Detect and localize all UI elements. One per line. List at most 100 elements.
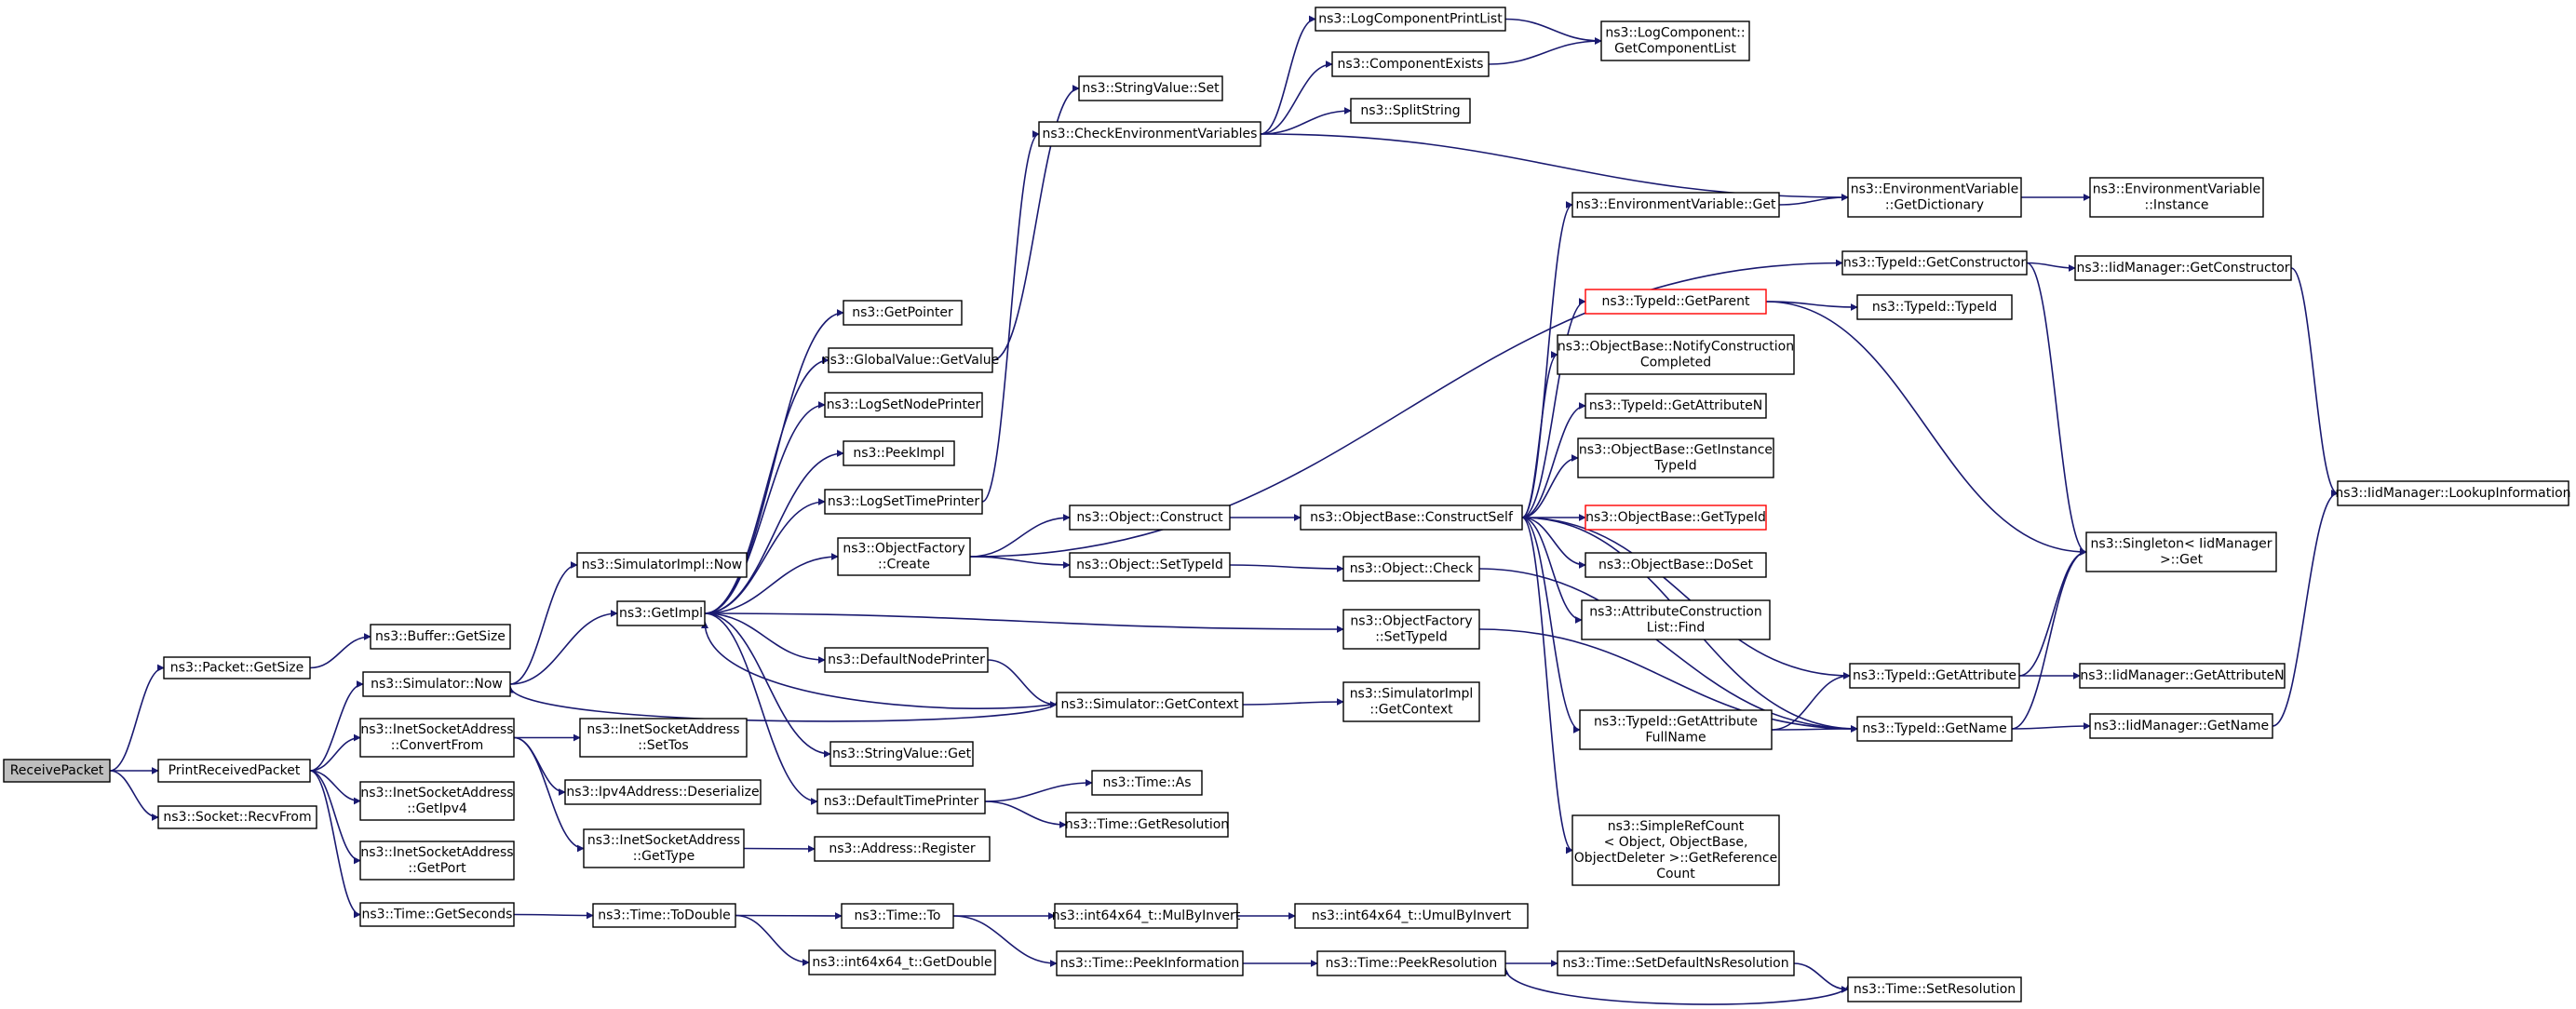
node-box-int64-umulbyinvert: [1294, 903, 1529, 929]
node-buffer-getsize[interactable]: ns3::Buffer::GetSize: [370, 624, 511, 650]
node-box-int64-mulbyinvert: [1054, 903, 1238, 929]
node-time-getseconds[interactable]: ns3::Time::GetSeconds: [359, 902, 515, 927]
node-label-globalvalue-getvalue: ns3::GlobalValue::GetValue: [822, 353, 999, 368]
edge-typeid-getconstructor-to-iidmanager-getconstructor: [2026, 262, 2076, 272]
node-envvar-get[interactable]: ns3::EnvironmentVariable::Get: [1571, 192, 1780, 218]
node-peekimpl[interactable]: ns3::PeekImpl: [843, 440, 955, 466]
node-time-peekinformation[interactable]: ns3::Time::PeekInformation: [1056, 950, 1244, 976]
edge-typeid-getparent-to-singleton-get: [1765, 301, 2087, 556]
node-singleton-get[interactable]: ns3::Singleton< IidManager>::Get: [2085, 531, 2277, 572]
edge-objectbase-constructself-to-typeid-getattribute: [1521, 517, 1851, 679]
node-splitstring[interactable]: ns3::SplitString: [1350, 98, 1471, 124]
node-time-setresolution[interactable]: ns3::Time::SetResolution: [1847, 976, 2022, 1002]
node-packet-getsize[interactable]: ns3::Packet::GetSize: [163, 656, 311, 679]
node-time-todouble[interactable]: ns3::Time::ToDouble: [592, 903, 736, 928]
node-inet-convertfrom[interactable]: ns3::InetSocketAddress::ConvertFrom: [359, 718, 515, 758]
edge-objectbase-constructself-to-objectbase-getinstancetypeid: [1521, 454, 1579, 518]
node-typeid-typeid[interactable]: ns3::TypeId::TypeId: [1856, 294, 2013, 320]
node-label-typeid-getconstructor: ns3::TypeId::GetConstructor: [1843, 256, 2026, 271]
edge-time-getseconds-to-time-todouble: [513, 911, 594, 920]
node-stringvalue-get[interactable]: ns3::StringValue::Get: [829, 741, 974, 767]
node-logcomponent-getlist[interactable]: ns3::LogComponent::GetComponentList: [1600, 20, 1750, 61]
node-box-simulator-getcontext: [1056, 692, 1244, 718]
node-int64-umulbyinvert[interactable]: ns3::int64x64_t::UmulByInvert: [1294, 903, 1529, 929]
node-objectbase-constructself[interactable]: ns3::ObjectBase::ConstructSelf: [1300, 504, 1523, 531]
node-simimpl-getcontext[interactable]: ns3::SimulatorImpl::GetContext: [1342, 681, 1480, 722]
node-typeid-getattributen[interactable]: ns3::TypeId::GetAttributeN: [1585, 393, 1767, 419]
node-inet-gettype[interactable]: ns3::InetSocketAddress::GetType: [583, 828, 745, 868]
node-simulator-now[interactable]: ns3::Simulator::Now: [362, 671, 511, 697]
node-typeid-getparent[interactable]: ns3::TypeId::GetParent: [1585, 289, 1767, 315]
node-object-construct[interactable]: ns3::Object::Construct: [1069, 504, 1231, 531]
edge-simulator-now-to-simimpl-now: [509, 561, 578, 685]
node-box-time-peekinformation: [1056, 950, 1244, 976]
node-inet-getipv4[interactable]: ns3::InetSocketAddress::GetIpv4: [359, 781, 515, 821]
edge-getimpl-to-logsetnodeprinter: [704, 401, 826, 614]
node-box-receive-packet: [3, 759, 111, 783]
edge-getimpl-to-defaulttimeprinter: [704, 612, 818, 805]
node-envvar-instance[interactable]: ns3::EnvironmentVariable::Instance: [2089, 177, 2264, 218]
node-defaulttimeprinter[interactable]: ns3::DefaultTimePrinter: [816, 788, 986, 814]
node-iidmanager-lookupinformation[interactable]: ns3::IidManager::LookupInformation: [2335, 480, 2571, 506]
node-simimpl-now[interactable]: ns3::SimulatorImpl::Now: [576, 552, 748, 578]
node-time-to[interactable]: ns3::Time::To: [841, 903, 954, 929]
node-componentexists[interactable]: ns3::ComponentExists: [1331, 51, 1490, 77]
node-int64-getdouble[interactable]: ns3::int64x64_t::GetDouble: [808, 949, 996, 975]
node-objectfactory-settypeid[interactable]: ns3::ObjectFactory::SetTypeId: [1342, 609, 1480, 650]
node-iidmanager-getname[interactable]: ns3::IidManager::GetName: [2089, 713, 2273, 739]
node-inet-settos[interactable]: ns3::InetSocketAddress::SetTos: [579, 718, 748, 758]
node-objectbase-gettypeid[interactable]: ns3::ObjectBase::GetTypeId: [1585, 504, 1767, 531]
node-object-check[interactable]: ns3::Object::Check: [1342, 556, 1480, 582]
node-inet-getport[interactable]: ns3::InetSocketAddress::GetPort: [359, 841, 515, 881]
node-box-getimpl: [616, 600, 706, 626]
edge-print-received-packet-to-inet-convertfrom: [309, 733, 361, 772]
node-iidmanager-getattributen[interactable]: ns3::IidManager::GetAttributeN: [2079, 663, 2286, 689]
node-time-as[interactable]: ns3::Time::As: [1091, 770, 1203, 796]
node-stringvalue-set[interactable]: ns3::StringValue::Set: [1078, 75, 1223, 101]
node-print-received-packet[interactable]: PrintReceivedPacket: [157, 759, 311, 783]
edge-time-todouble-to-time-to: [735, 911, 843, 920]
node-simplerefcount[interactable]: ns3::SimpleRefCount< Object, ObjectBase,…: [1571, 814, 1780, 886]
node-time-setdefaultnsresolution[interactable]: ns3::Time::SetDefaultNsResolution: [1557, 950, 1795, 976]
node-getpointer[interactable]: ns3::GetPointer: [843, 300, 963, 326]
node-iidmanager-getconstructor[interactable]: ns3::IidManager::GetConstructor: [2074, 255, 2292, 281]
node-logsetnodeprinter[interactable]: ns3::LogSetNodePrinter: [824, 392, 983, 418]
node-label-objectbase-notify: Completed: [1640, 356, 1711, 370]
node-objectbase-doset[interactable]: ns3::ObjectBase::DoSet: [1585, 552, 1767, 578]
node-time-peekresolution[interactable]: ns3::Time::PeekResolution: [1316, 950, 1506, 976]
node-box-buffer-getsize: [370, 624, 511, 650]
node-objectbase-notify[interactable]: ns3::ObjectBase::NotifyConstructionCompl…: [1557, 334, 1795, 375]
node-globalvalue-getvalue[interactable]: ns3::GlobalValue::GetValue: [822, 347, 999, 373]
node-socket-recvfrom[interactable]: ns3::Socket::RecvFrom: [157, 805, 317, 829]
node-box-inet-convertfrom: [359, 718, 515, 758]
node-label-logsettimeprinter: ns3::LogSetTimePrinter: [828, 494, 980, 509]
node-label-ipv4-deserialize: ns3::Ipv4Address::Deserialize: [566, 785, 759, 800]
node-label-getimpl: ns3::GetImpl: [619, 606, 703, 621]
node-receive-packet[interactable]: ReceivePacket: [3, 759, 111, 783]
node-ipv4-deserialize[interactable]: ns3::Ipv4Address::Deserialize: [564, 779, 762, 805]
node-address-register[interactable]: ns3::Address::Register: [814, 836, 991, 862]
edge-getimpl-to-stringvalue-get: [704, 612, 831, 758]
node-simulator-getcontext[interactable]: ns3::Simulator::GetContext: [1056, 692, 1244, 718]
edge-simulator-now-to-getimpl: [509, 610, 618, 685]
node-logsettimeprinter[interactable]: ns3::LogSetTimePrinter: [824, 489, 983, 515]
node-label-int64-mulbyinvert: ns3::int64x64_t::MulByInvert: [1052, 908, 1241, 923]
node-typeid-getconstructor[interactable]: ns3::TypeId::GetConstructor: [1841, 250, 2028, 276]
node-time-getresolution[interactable]: ns3::Time::GetResolution: [1065, 812, 1229, 838]
node-box-time-getseconds: [359, 902, 515, 927]
node-defaultnodeprinter[interactable]: ns3::DefaultNodePrinter: [824, 647, 989, 673]
node-getimpl[interactable]: ns3::GetImpl: [616, 600, 706, 626]
node-checkenvvars[interactable]: ns3::CheckEnvironmentVariables: [1038, 121, 1261, 147]
node-typeid-getname[interactable]: ns3::TypeId::GetName: [1856, 716, 2013, 742]
node-label-packet-getsize: ns3::Packet::GetSize: [170, 661, 303, 676]
node-label-envvar-getdictionary: ns3::EnvironmentVariable: [1851, 182, 2019, 197]
node-objectfactory-create[interactable]: ns3::ObjectFactory::Create: [837, 537, 971, 576]
node-typeid-getattribute[interactable]: ns3::TypeId::GetAttribute: [1849, 663, 2020, 689]
node-object-settypeid[interactable]: ns3::Object::SetTypeId: [1069, 552, 1231, 578]
node-int64-mulbyinvert[interactable]: ns3::int64x64_t::MulByInvert: [1052, 903, 1241, 929]
node-logcomponentprintlist[interactable]: ns3::LogComponentPrintList: [1315, 7, 1506, 32]
node-envvar-getdictionary[interactable]: ns3::EnvironmentVariable::GetDictionary: [1847, 177, 2022, 218]
